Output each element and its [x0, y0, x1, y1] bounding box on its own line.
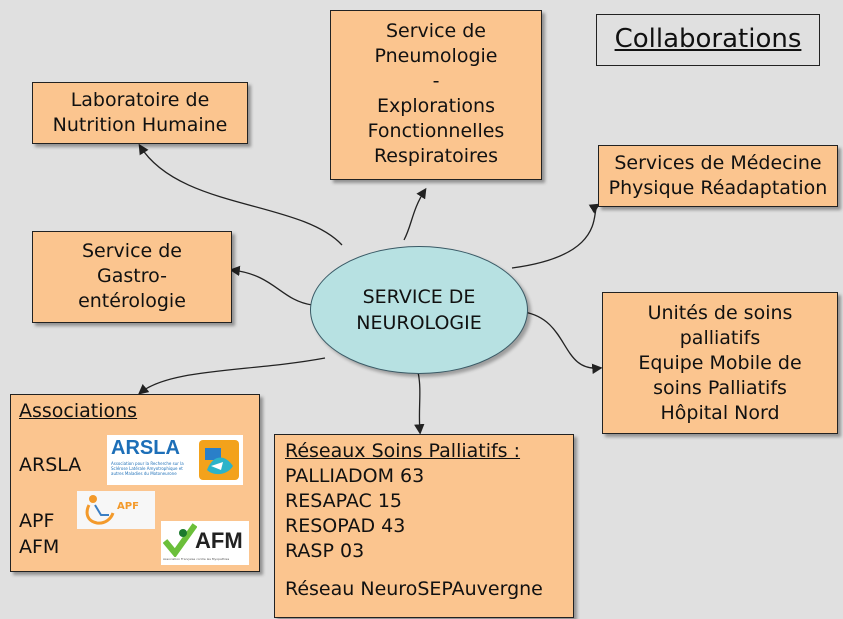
arsla-logo-caption: Association pour la Recherche sur la Scl…	[111, 461, 184, 476]
link-nutrition	[138, 143, 343, 246]
association-afm: AFM	[19, 536, 60, 558]
palliatifs-line: Hôpital Nord	[660, 402, 780, 424]
association-arsla: ARSLA	[19, 454, 82, 476]
afm-logo: AFM Association Française contre les Myo…	[161, 521, 249, 565]
link-medecine	[511, 203, 601, 269]
arsla-emblem-icon	[199, 440, 239, 480]
page-title: Collaborations	[596, 14, 820, 66]
pneumo-line: Explorations	[377, 95, 495, 117]
palliatifs-line: palliatifs	[679, 327, 761, 349]
box-gastro: Service de Gastro- entérologie	[32, 231, 232, 323]
reseaux-heading: Réseaux Soins Palliatifs :	[285, 440, 521, 462]
medecine-line: Services de Médecine	[614, 152, 822, 174]
associations-heading: Associations	[19, 400, 138, 422]
center-node-neurologie: SERVICE DE NEUROLOGIE	[310, 246, 528, 374]
nutrition-line: Laboratoire de	[70, 89, 210, 111]
reseau-item: RASP 03	[285, 540, 365, 562]
association-apf: APF	[19, 510, 55, 532]
medecine-line: Physique Réadaptation	[608, 177, 828, 199]
gastro-line: entérologie	[78, 290, 186, 312]
afm-logo-caption: Association Française contre les Myopath…	[163, 557, 230, 561]
pneumo-line: Respiratoires	[373, 145, 499, 167]
palliatifs-line: Equipe Mobile de	[638, 352, 802, 374]
nutrition-line: Nutrition Humaine	[52, 114, 228, 136]
apf-figure-icon	[85, 495, 115, 525]
box-reseaux: Réseaux Soins Palliatifs : PALLIADOM 63 …	[274, 434, 574, 618]
arsla-logo: ARSLA Association pour la Recherche sur …	[107, 435, 243, 485]
box-nutrition: Laboratoire de Nutrition Humaine	[32, 82, 248, 144]
link-gastro	[229, 265, 313, 306]
gastro-line: Service de	[81, 240, 182, 262]
pneumo-line: Pneumologie	[374, 45, 498, 67]
reseau-footer: Réseau NeuroSEPAuvergne	[285, 578, 543, 600]
box-associations: Associations ARSLA APF AFM ARSLA Associa…	[10, 394, 260, 572]
palliatifs-line: Unités de soins	[647, 302, 793, 324]
arsla-logo-text: ARSLA	[111, 437, 180, 459]
center-line: SERVICE DE	[362, 286, 476, 308]
box-pneumologie: Service de Pneumologie - Explorations Fo…	[330, 10, 542, 180]
link-associations	[138, 357, 326, 395]
afm-logo-text: AFM	[195, 528, 243, 553]
apf-logo: APF	[77, 491, 155, 529]
pneumo-line: Fonctionnelles	[367, 120, 505, 142]
pneumo-line: Service de	[385, 20, 486, 42]
link-pneumo	[403, 187, 427, 241]
pneumo-line: -	[432, 70, 440, 92]
center-line: NEUROLOGIE	[356, 312, 482, 334]
box-soins-palliatifs: Unités de soins palliatifs Equipe Mobile…	[602, 292, 838, 434]
afm-check-icon	[163, 523, 197, 557]
link-palliatifs	[523, 311, 603, 374]
apf-logo-text: APF	[117, 501, 139, 512]
palliatifs-line: soins Palliatifs	[653, 377, 787, 399]
link-reseaux	[414, 371, 425, 435]
reseau-item: RESOPAD 43	[285, 515, 406, 537]
reseau-item: PALLIADOM 63	[285, 465, 425, 487]
box-medecine-physique: Services de Médecine Physique Réadaptati…	[598, 145, 838, 207]
reseau-item: RESAPAC 15	[285, 490, 403, 512]
gastro-line: Gastro-	[97, 265, 167, 287]
